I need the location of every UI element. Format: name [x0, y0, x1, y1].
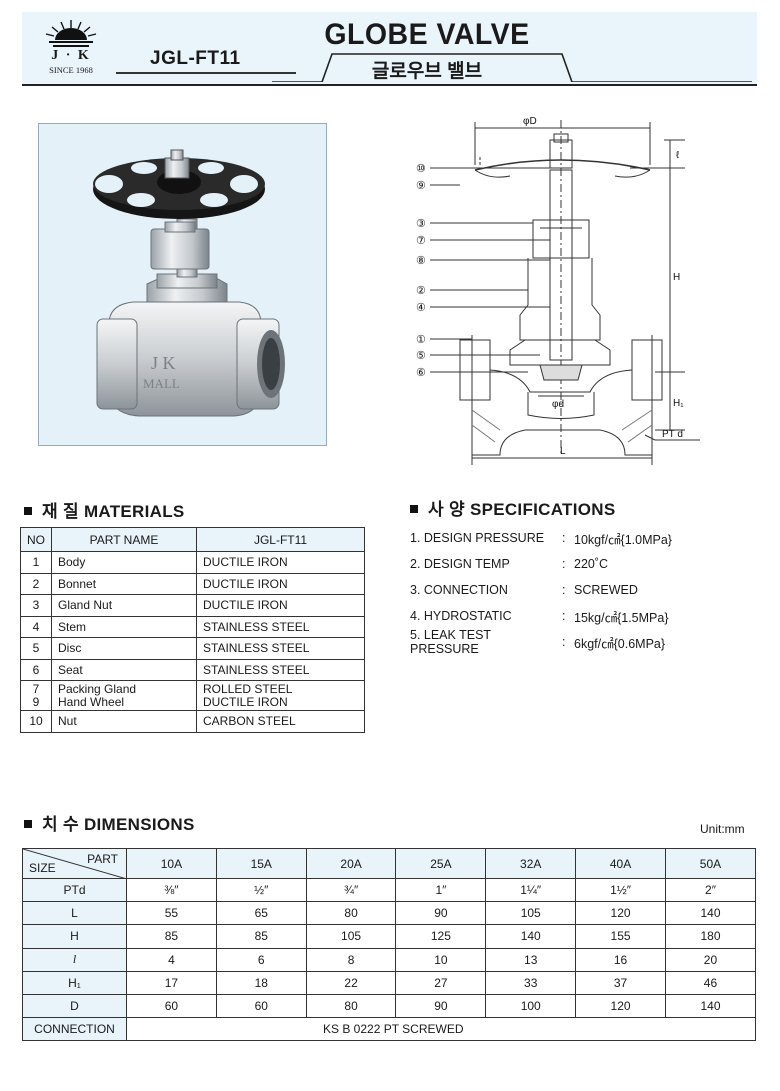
table-row: CONNECTION KS B 0222 PT SCREWED [22, 1017, 756, 1042]
list-item: 5. LEAK TEST PRESSURE : 6kgf/㎠{0.6MPa} [410, 628, 666, 656]
dimensions-table: PART SIZE 10A 15A 20A 25A 32A 40A 50A PT… [22, 848, 757, 1042]
list-item: 1. DESIGN PRESSURE : 10kgf/㎠{1.0MPa} [410, 531, 672, 547]
column-header: 10A [126, 848, 217, 879]
specifications-heading: 사 양 SPECIFICATIONS [410, 495, 616, 520]
diagram-label-10: ⑩ [416, 163, 426, 175]
column-header: 15A [215, 848, 307, 879]
column-header: 25A [395, 848, 487, 879]
unit-label: Unit:mm [700, 822, 745, 836]
diagram-dim-D: φD [523, 116, 537, 127]
table-row: 3 Gland Nut DUCTILE IRON [20, 594, 365, 617]
diagram-label-5: ⑤ [416, 350, 426, 362]
materials-heading: 재 질 MATERIALS [24, 497, 185, 522]
diagram-dim-PTd: PT d [662, 429, 683, 440]
diagram-dim-l: ℓ [676, 150, 680, 161]
table-row: 10 Nut CARBON STEEL [20, 710, 365, 733]
body-mark-line2: MALL [143, 376, 180, 391]
diagram-label-3: ③ [416, 218, 426, 230]
company-logo: J · K SINCE 1968 [36, 18, 106, 84]
body-mark-line1: J K [151, 353, 176, 373]
table-row: 6 Seat STAINLESS STEEL [20, 658, 365, 681]
diagram-label-9: ⑨ [416, 180, 426, 192]
column-header: 50A [664, 848, 757, 879]
dimensions-heading: 치 수 DIMENSIONS [24, 810, 195, 835]
column-header: PART NAME [51, 527, 197, 552]
square-bullet-icon [24, 819, 32, 828]
diagram-dim-H: H [673, 272, 680, 283]
list-item: 2. DESIGN TEMP : 220˚C [410, 557, 609, 571]
column-header: JGL-FT11 [196, 527, 365, 552]
diagram-label-1: ① [416, 334, 426, 346]
diagram-label-6: ⑥ [416, 367, 426, 379]
table-row: L 55 65 80 90 105 120 140 [22, 901, 757, 926]
diagram-label-2: ② [416, 285, 426, 297]
materials-table: NO PART NAME JGL-FT11 1 Body DUCTILE IRO… [20, 527, 365, 733]
column-header: 20A [305, 848, 397, 879]
specifications-list: 1. DESIGN PRESSURE : 10kgf/㎠{1.0MPa} 2. … [410, 525, 740, 656]
table-row: 1 Body DUCTILE IRON [20, 551, 365, 574]
table-header-row: NO PART NAME JGL-FT11 [20, 527, 365, 552]
table-row: H₁ 17 18 22 27 33 37 46 [22, 970, 757, 995]
table-row: 2 Bonnet DUCTILE IRON [20, 572, 365, 595]
table-row: H 85 85 105 125 140 155 180 [22, 924, 757, 949]
square-bullet-icon [410, 504, 418, 513]
table-row: l 4 6 8 10 13 16 20 [22, 947, 757, 972]
diagram-dim-L: L [560, 446, 566, 457]
square-bullet-icon [24, 506, 32, 515]
table-row: PTd ⅜″ ½″ ¾″ 1″ 1¼″ 1½″ 2″ [22, 877, 757, 903]
table-header-row: PART SIZE 10A 15A 20A 25A 32A 40A 50A [22, 848, 757, 879]
table-row: 4 Stem STAINLESS STEEL [20, 615, 365, 638]
product-photo: J K MALL [38, 123, 327, 446]
corner-cell: PART SIZE [22, 848, 127, 879]
cross-section-diagram: ⑩ ⑨ ③ ⑦ ⑧ ② ④ ① ⑤ ⑥ φD ℓ H H₁ φd L PT d [416, 116, 700, 465]
column-header: 32A [485, 848, 577, 879]
table-row: D 60 60 80 90 100 120 140 [22, 993, 757, 1019]
list-item: 4. HYDROSTATIC : 15kg/㎠{1.5MPa} [410, 609, 669, 625]
page-title: GLOBE VALVE [324, 18, 530, 51]
diagram-label-8: ⑧ [416, 255, 426, 267]
since-year: SINCE 1968 [49, 65, 93, 75]
model-underline [116, 72, 296, 74]
diagram-label-7: ⑦ [416, 235, 426, 247]
table-row: 5 Disc STAINLESS STEEL [20, 637, 365, 660]
header-banner: J · K SINCE 1968 JGL-FT11 GLOBE VALVE 글로… [22, 12, 757, 86]
title-frame [272, 53, 752, 82]
sun-logo-icon [45, 20, 97, 47]
list-item: 3. CONNECTION : SCREWED [410, 583, 638, 597]
diagram-dim-d: φd [552, 399, 564, 410]
column-header: NO [20, 527, 52, 552]
brand-name: J · K [51, 48, 91, 63]
diagram-label-4: ④ [416, 302, 426, 314]
page-subtitle-korean: 글로우브 밸브 [371, 61, 483, 82]
model-number: JGL-FT11 [150, 48, 241, 69]
column-header: 40A [575, 848, 666, 879]
diagram-dim-H1: H₁ [673, 398, 684, 409]
